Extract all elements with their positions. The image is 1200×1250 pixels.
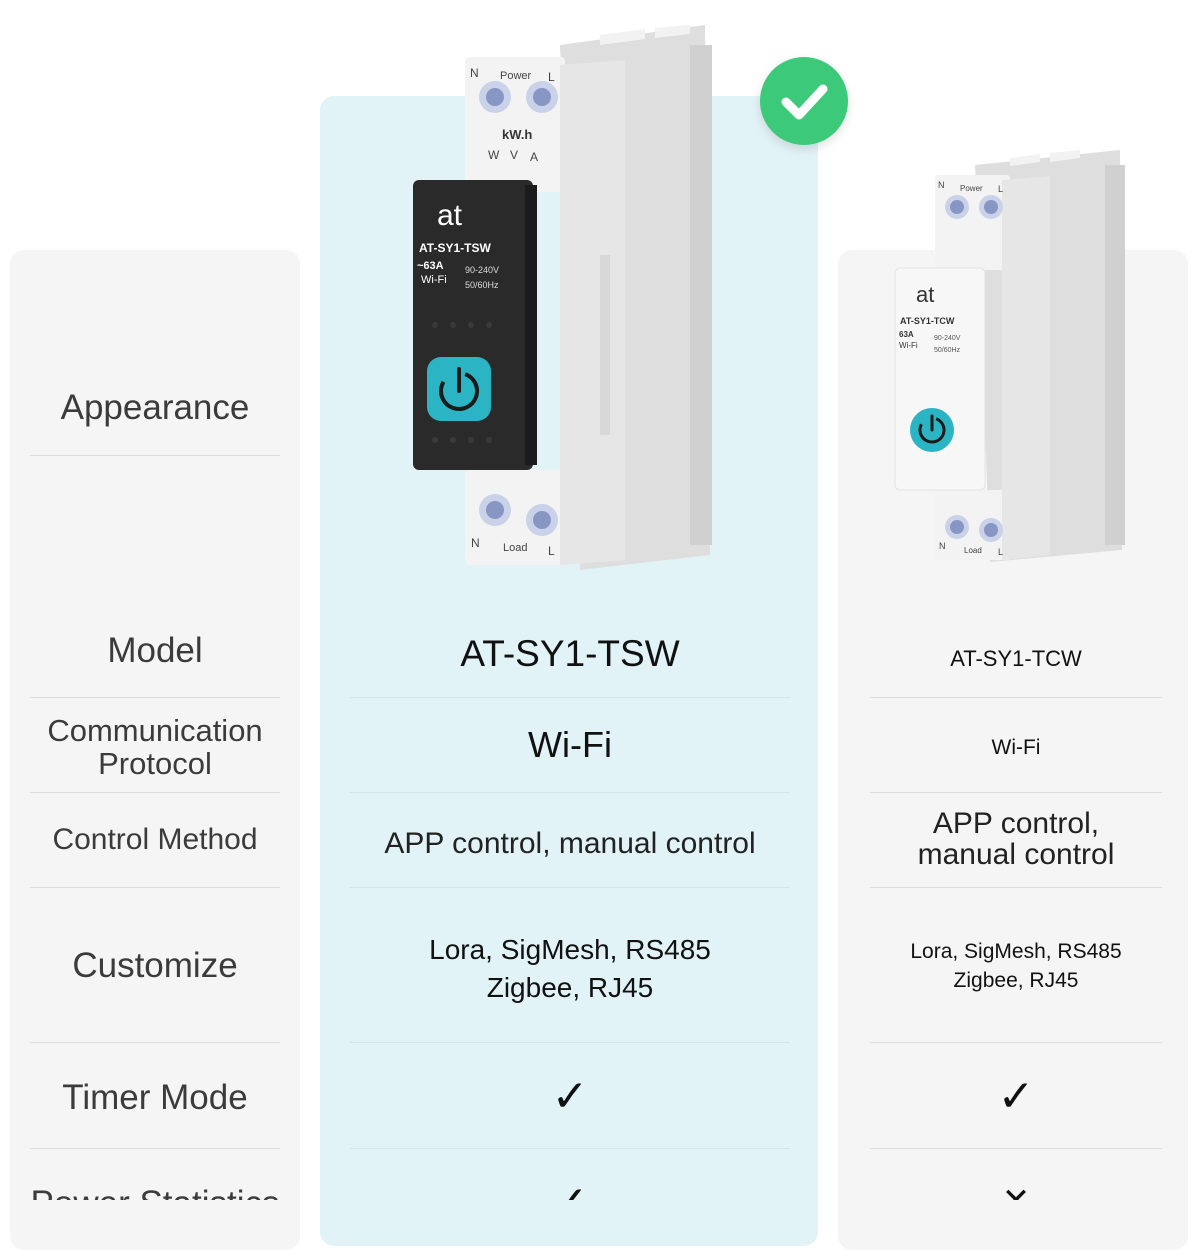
device-wifi-label: Wi-Fi <box>421 274 447 286</box>
main-customize-value: Lora, SigMesh, RS485 Zigbee, RJ45 <box>350 930 790 1008</box>
alt-device-model-label: AT-SY1-TCW <box>900 316 955 326</box>
product-image-at-sy1-tsw: N Power L kW.h W V A at AT-SY1-TSW ~63A … <box>413 25 712 570</box>
alt-customize-line2: Zigbee, RJ45 <box>953 969 1079 992</box>
device-voltage-label: 90-240V <box>465 265 499 275</box>
row-label-protocol: Communication Protocol <box>30 714 280 782</box>
main-protocol-value: Wi-Fi <box>528 724 612 766</box>
bottom-n-label: N <box>471 536 480 550</box>
device-current-label: ~63A <box>417 260 444 272</box>
divider <box>30 455 280 456</box>
top-n-label: N <box>470 66 479 80</box>
divider <box>870 792 1162 793</box>
a-label: A <box>530 150 538 164</box>
divider <box>870 697 1162 698</box>
v-label: V <box>510 148 518 162</box>
alt-protocol-value: Wi-Fi <box>991 735 1041 759</box>
divider <box>30 887 280 888</box>
alt-device-current-label: 63A <box>899 330 914 339</box>
row-label-power-statistics: Power Statistics <box>30 1180 280 1200</box>
alt-bottom-l-label: L <box>998 547 1003 557</box>
alt-bottom-load-label: Load <box>964 546 982 555</box>
divider <box>30 792 280 793</box>
device-model-label: AT-SY1-TSW <box>419 241 491 255</box>
row-label-timer: Timer Mode <box>62 1077 248 1117</box>
main-timer-check-icon: ✓ <box>551 1070 589 1122</box>
recommended-badge <box>760 57 848 145</box>
alt-timer-check-icon: ✓ <box>997 1070 1035 1122</box>
main-customize-line2: Zigbee, RJ45 <box>486 972 654 1003</box>
alt-top-power-label: Power <box>960 184 983 193</box>
divider <box>350 1148 790 1149</box>
alt-control-value: APP control, manual control <box>870 806 1162 872</box>
alt-power-icon <box>910 408 954 452</box>
w-label: W <box>488 148 500 162</box>
main-control-value: APP control, manual control <box>384 827 756 861</box>
bottom-load-label: Load <box>503 542 527 554</box>
row-label-power-statistics-text: Power Statistics <box>31 1185 280 1200</box>
alt-customize-value: Lora, SigMesh, RS485 Zigbee, RJ45 <box>870 935 1162 997</box>
main-power-statistics-check-icon: ✓ <box>350 1180 790 1200</box>
alt-top-n-label: N <box>938 180 945 190</box>
alt-device-voltage-label: 90-240V <box>934 335 961 342</box>
divider <box>350 697 790 698</box>
divider <box>870 1148 1162 1149</box>
alt-device-wifi-label: Wi-Fi <box>899 341 918 350</box>
kwh-label: kW.h <box>502 127 532 142</box>
divider <box>30 697 280 698</box>
divider <box>350 792 790 793</box>
top-power-label: Power <box>500 70 532 82</box>
alt-power-statistics-glyph: ✕ <box>1002 1183 1031 1200</box>
divider <box>870 1042 1162 1043</box>
divider <box>350 1042 790 1043</box>
divider <box>870 887 1162 888</box>
row-label-appearance: Appearance <box>60 387 250 427</box>
divider <box>30 1148 280 1149</box>
main-power-statistics-glyph: ✓ <box>552 1180 589 1200</box>
divider <box>350 887 790 888</box>
label-column <box>10 250 300 1250</box>
power-icon <box>427 357 491 421</box>
device-freq-label: 50/60Hz <box>465 280 499 290</box>
alt-bottom-n-label: N <box>939 541 946 551</box>
alt-control-line1: APP control, <box>932 806 1100 840</box>
row-label-protocol-line2: Protocol <box>98 746 212 781</box>
row-label-control: Control Method <box>52 823 258 857</box>
bottom-l-label: L <box>548 544 555 558</box>
brand-logo: at <box>437 199 463 232</box>
product-image-at-sy1-tcw: N Power L at AT-SY1-TCW 63A 90-240V Wi-F… <box>894 150 1125 562</box>
alt-brand-logo: at <box>916 282 934 307</box>
row-label-customize: Customize <box>72 945 238 985</box>
top-l-label: L <box>548 70 555 84</box>
row-label-model: Model <box>107 630 203 670</box>
alt-power-statistics-cross-icon: ✕ <box>870 1180 1162 1200</box>
alt-model-value: AT-SY1-TCW <box>950 646 1082 672</box>
alt-control-line2: manual control <box>917 838 1115 871</box>
main-model-value: AT-SY1-TSW <box>460 632 680 674</box>
alt-top-l-label: L <box>998 184 1003 194</box>
alt-device-freq-label: 50/60Hz <box>934 347 961 354</box>
main-customize-line1: Lora, SigMesh, RS485 <box>429 934 711 966</box>
row-label-protocol-line1: Communication <box>47 713 263 749</box>
divider <box>30 1042 280 1043</box>
check-circle-icon <box>781 84 828 120</box>
alt-customize-line1: Lora, SigMesh, RS485 <box>910 939 1122 963</box>
